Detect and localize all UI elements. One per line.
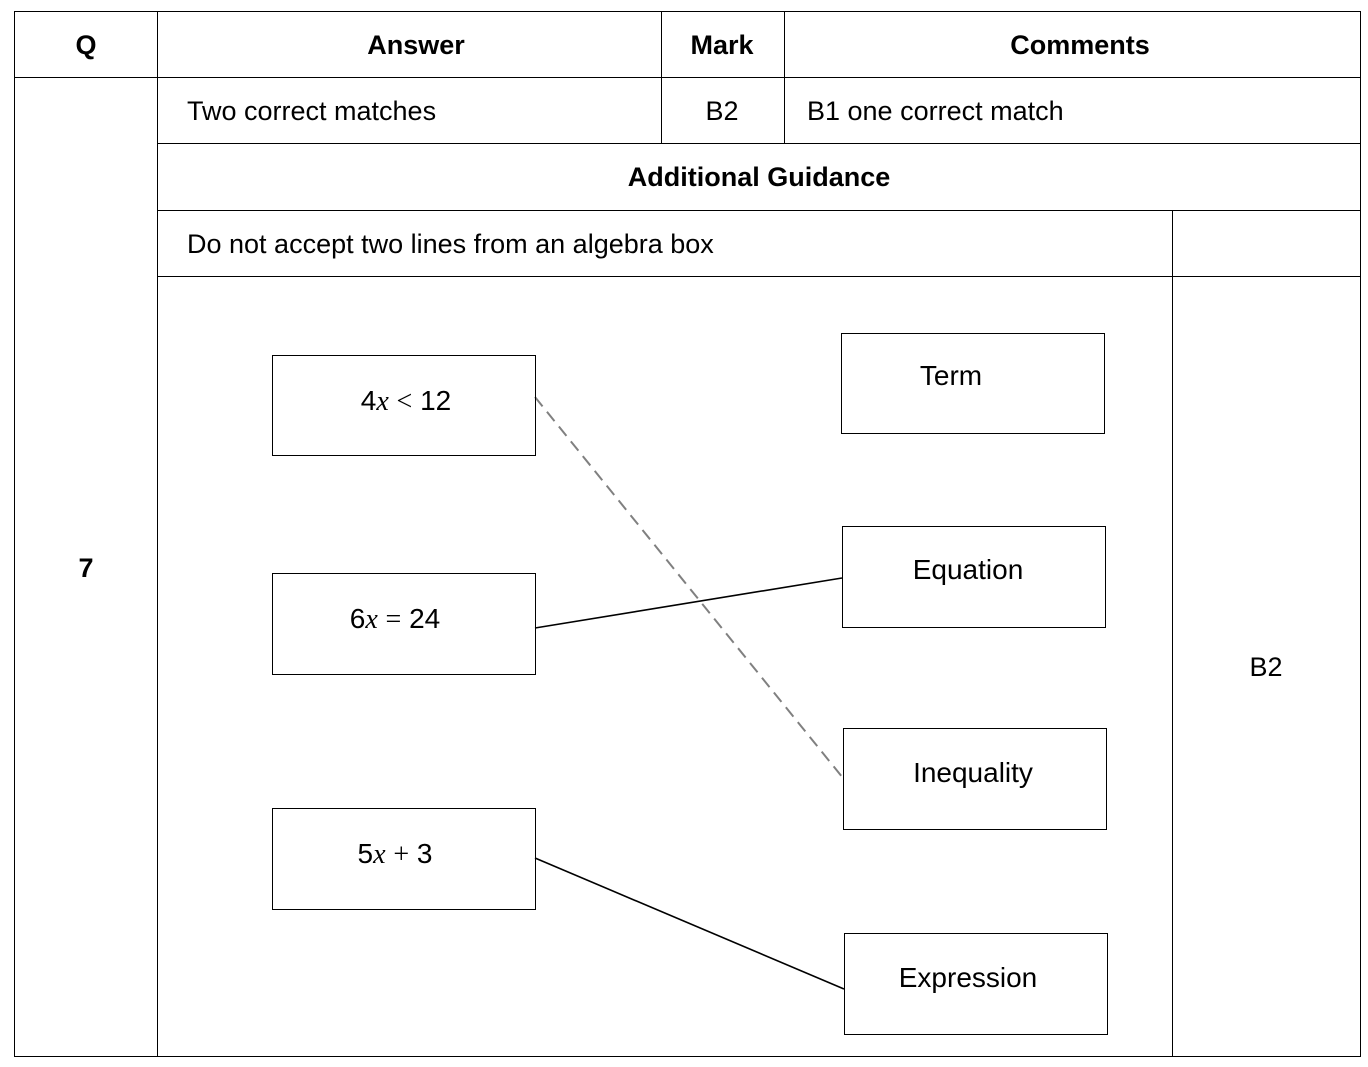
term-box [841,333,1105,434]
expression-box [844,933,1108,1035]
guidance-mark-border [1172,210,1173,1057]
algebra-label-1: 4x < 12 [360,385,452,417]
algebra-box-equation [272,573,536,675]
header-comments: Comments [1010,30,1150,60]
header-mark: Mark [690,30,754,60]
line-equation [534,577,843,629]
table-top-border [14,11,1361,12]
answer-column-border [661,11,662,144]
q-column-border [157,11,158,1057]
answer-text: Two correct matches [187,96,437,126]
inequality-label: Inequality [913,757,1033,788]
question-number: 7 [78,553,94,583]
mark-value: B2 [705,96,739,126]
guidance-note: Do not accept two lines from an algebra … [187,229,714,259]
table-left-border [14,11,15,1057]
algebra-label-3: 5x + 3 [357,838,433,870]
answer-row-border [157,143,1361,144]
algebra-label-2: 6x = 24 [349,603,441,635]
comment-text: B1 one correct match [807,96,1064,126]
guidance-note-border [157,276,1361,277]
expression-label: Expression [898,962,1038,993]
guidance-mark: B2 [1249,652,1283,682]
header-answer: Answer [367,30,465,60]
inequality-box [843,728,1107,830]
algebra-box-inequality [272,355,536,456]
equation-label: Equation [912,554,1024,585]
additional-guidance-title: Additional Guidance [627,162,891,192]
guidance-title-border [157,210,1361,211]
algebra-box-expression [272,808,536,910]
line-expression [534,857,845,990]
header-bottom-border [14,77,1361,78]
mark-column-border [784,11,785,144]
table-right-border [1360,11,1361,1057]
header-q: Q [75,30,97,60]
table-bottom-border [14,1056,1361,1057]
term-label: Term [919,360,983,391]
dashed-line-inequality [534,396,844,779]
equation-box [842,526,1106,628]
